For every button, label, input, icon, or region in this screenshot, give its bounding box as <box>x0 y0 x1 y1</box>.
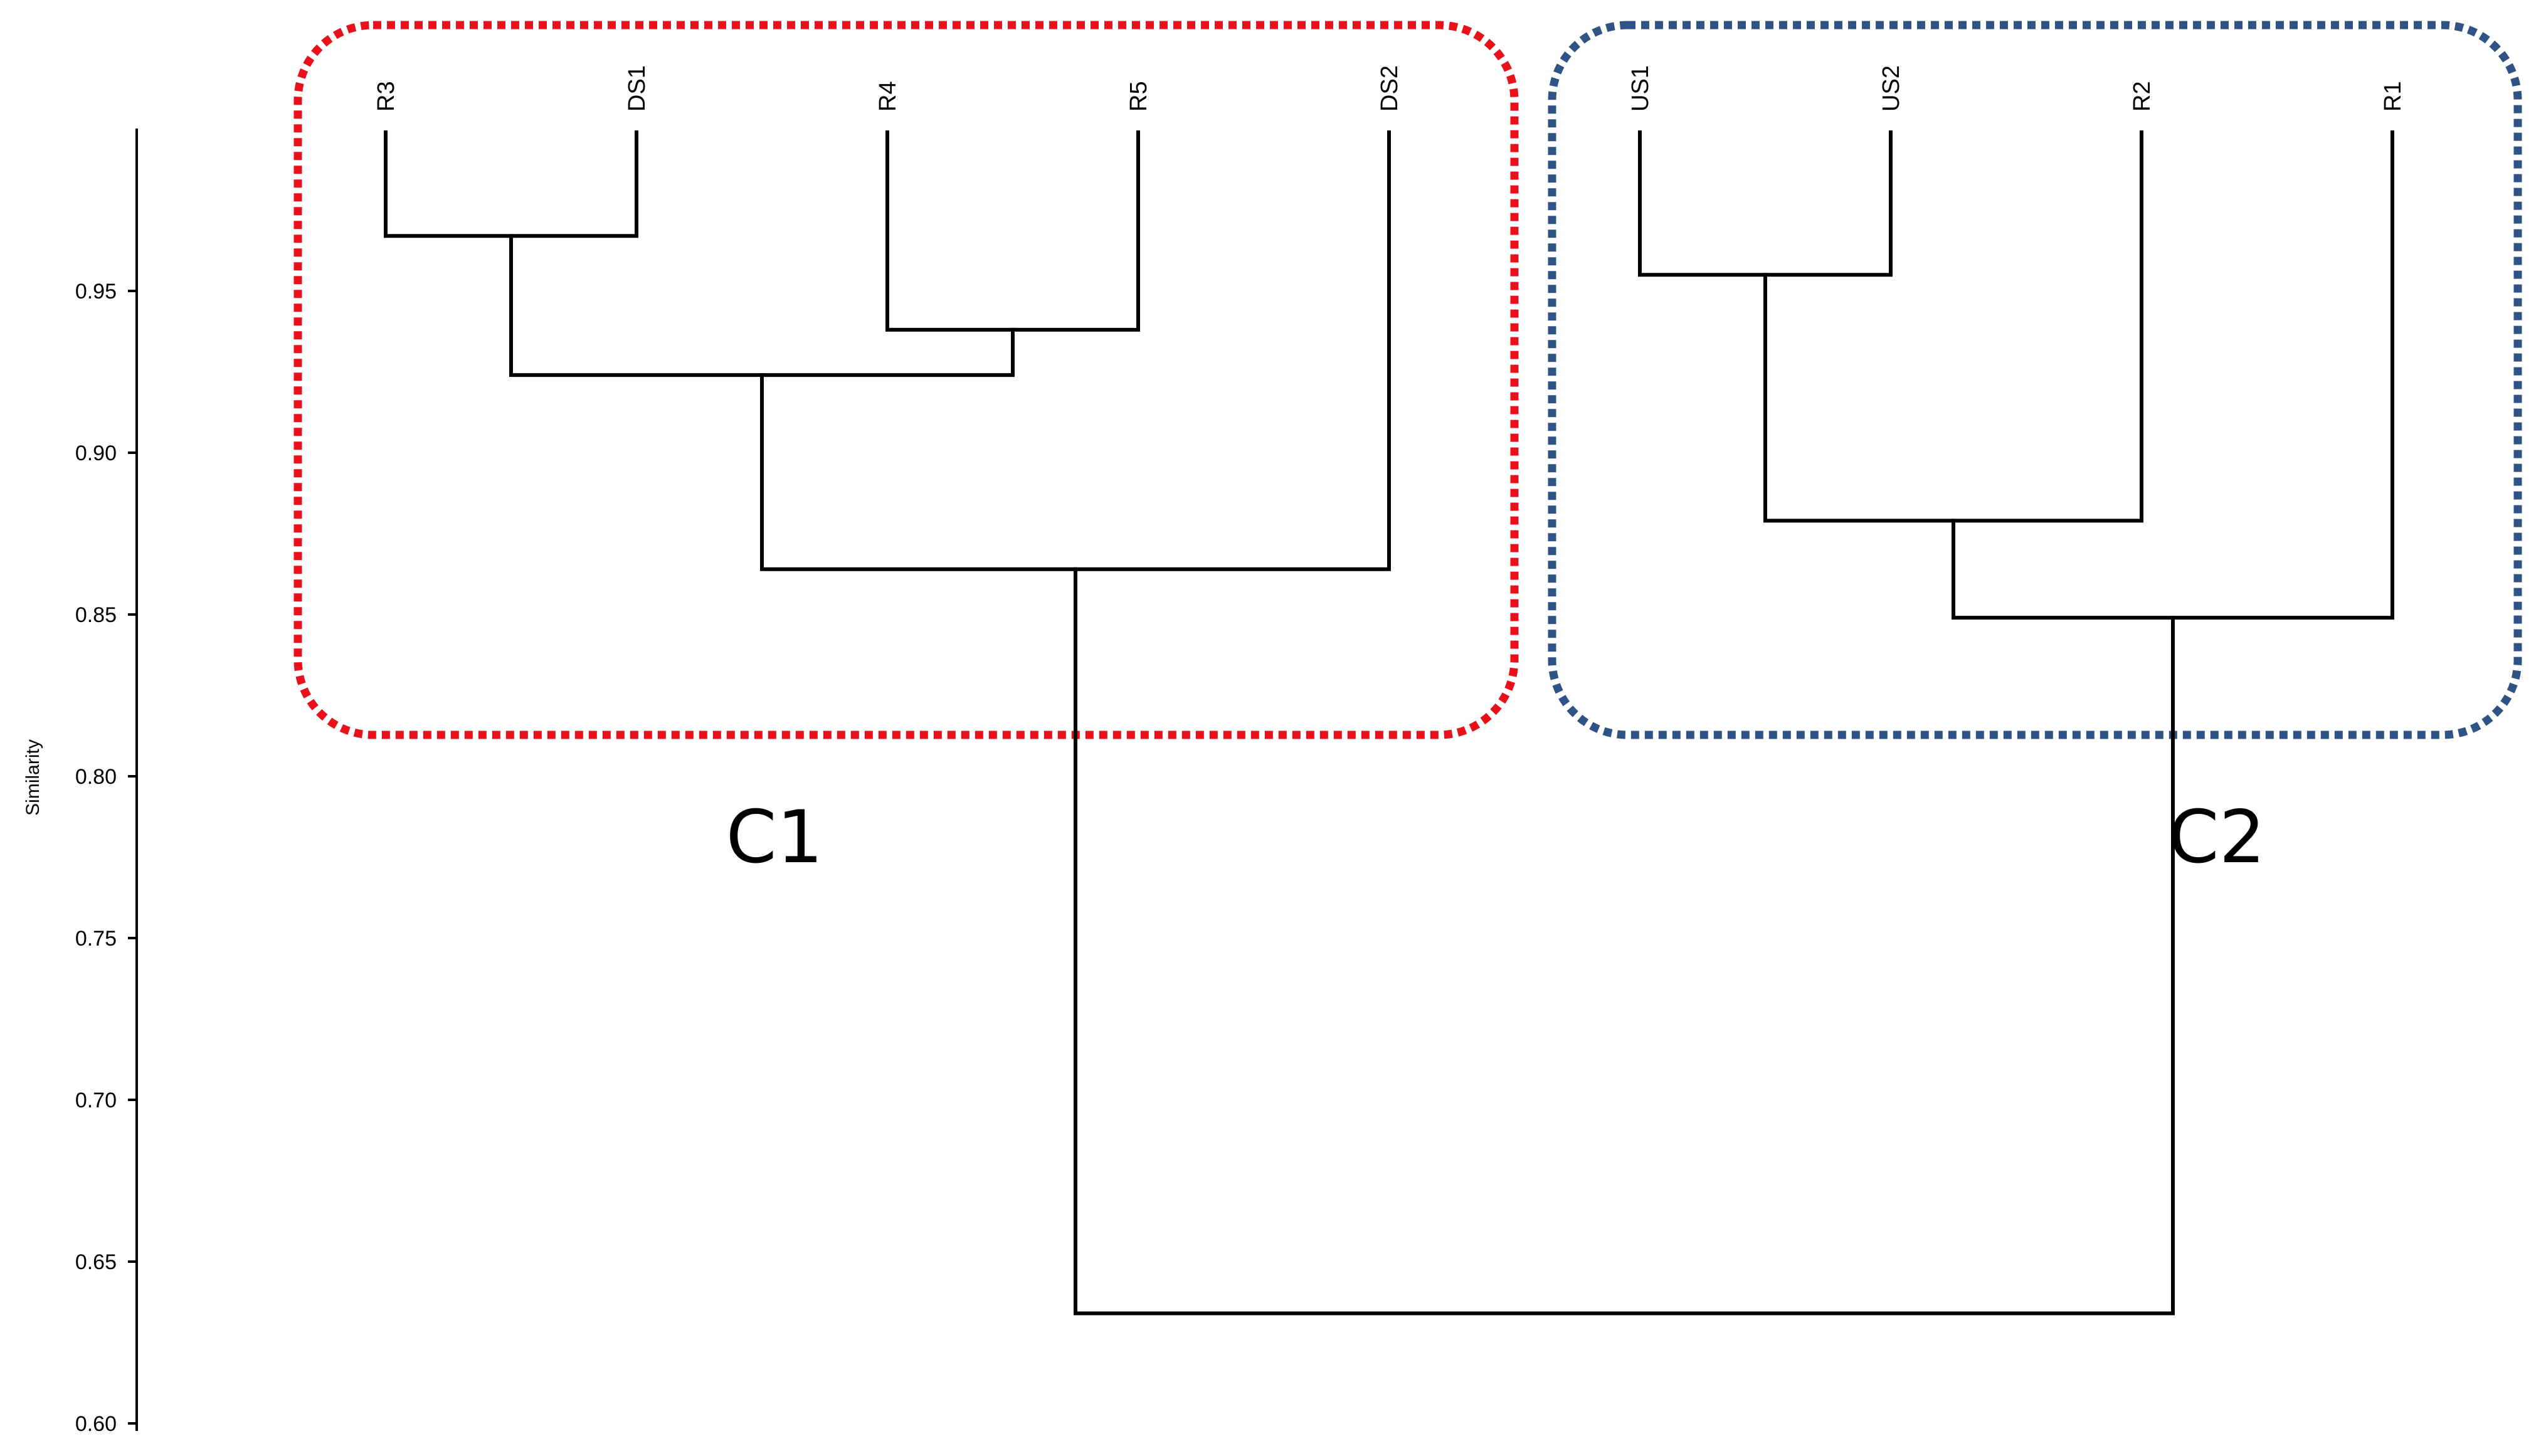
y-tick-label: 0.95 <box>75 280 117 303</box>
y-tick-label: 0.70 <box>75 1089 117 1112</box>
leaf-label-r4: R4 <box>875 81 901 112</box>
branch-r3-ds1 <box>384 130 638 238</box>
leaf-label-ds1: DS1 <box>624 65 650 112</box>
leaf-label-us1: US1 <box>1627 65 1654 112</box>
leaf-labels: R3 DS1 R4 R5 DS2 US1 US2 R2 R1 <box>373 65 2406 112</box>
branch-r3-ds1-r4-r5 <box>509 234 1015 377</box>
branch-us1-us2 <box>1638 130 1893 277</box>
y-tick-label: 0.60 <box>75 1412 117 1436</box>
y-tick-label: 0.65 <box>75 1250 117 1274</box>
cluster-boxes <box>293 21 2522 739</box>
dendrogram-branches <box>384 130 2394 1316</box>
branch-us1-us2-r2-r1 <box>1952 130 2394 620</box>
branch-c1-c2 <box>1074 567 2175 1316</box>
branch-us1-us2-r2 <box>1763 130 2143 523</box>
leaf-label-r5: R5 <box>1126 81 1152 112</box>
branch-r4-r5 <box>885 130 1140 332</box>
leaf-label-r1: R1 <box>2380 81 2406 112</box>
cluster-box-c2 <box>1548 21 2522 739</box>
leaf-label-us2: US2 <box>1878 65 1904 112</box>
y-tick-label: 0.75 <box>75 927 117 951</box>
y-axis-ticks: 0.60 0.65 0.70 0.75 0.80 0.85 0.90 0.95 <box>75 280 137 1436</box>
y-tick-label: 0.85 <box>75 603 117 627</box>
cluster-labels: C1 C2 <box>726 795 2266 880</box>
y-tick-label: 0.80 <box>75 765 117 789</box>
branch-r3-ds1-r4-r5-ds2 <box>760 130 1391 571</box>
leaf-label-r3: R3 <box>373 81 399 112</box>
cluster-label-c2: C2 <box>2169 795 2266 880</box>
y-axis-title: Similarity <box>23 739 43 816</box>
leaf-label-r2: R2 <box>2129 81 2155 112</box>
cluster-box-c1 <box>293 21 1519 739</box>
leaf-label-ds2: DS2 <box>1376 65 1403 112</box>
y-tick-label: 0.90 <box>75 441 117 465</box>
cluster-label-c1: C1 <box>726 795 823 880</box>
y-axis: 0.60 0.65 0.70 0.75 0.80 0.85 0.90 0.95 Similar… <box>23 129 138 1436</box>
